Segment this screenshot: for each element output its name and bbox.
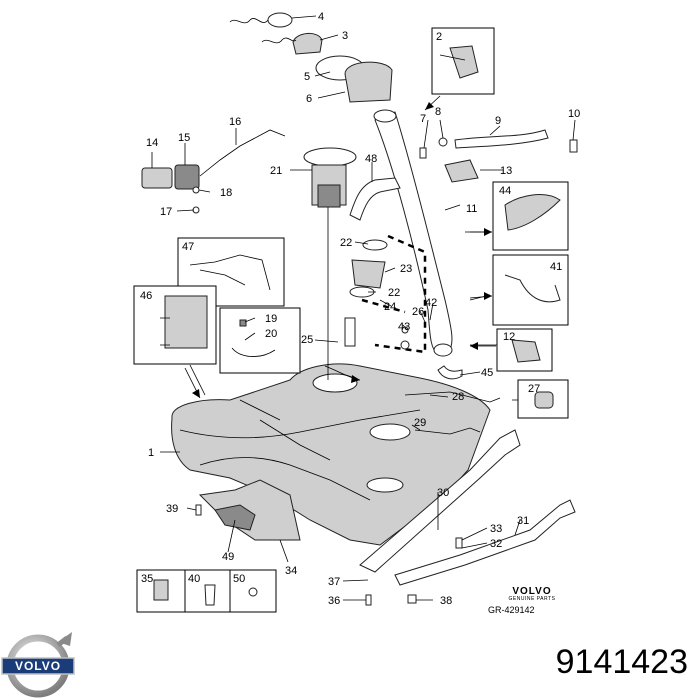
label-2: 2 <box>436 31 442 43</box>
label-13: 13 <box>500 165 512 177</box>
label-27: 27 <box>528 383 540 395</box>
label-45: 45 <box>481 367 493 379</box>
label-21: 21 <box>270 165 282 177</box>
label-42: 42 <box>425 297 437 309</box>
label-32: 32 <box>490 538 502 550</box>
label-24: 24 <box>384 301 396 313</box>
tank-straps <box>359 429 576 586</box>
label-22: 22 <box>340 237 352 249</box>
filler-cap-assembly <box>229 12 393 103</box>
label-19: 19 <box>265 313 277 325</box>
leader-lines <box>151 15 576 601</box>
label-41: 41 <box>550 261 562 273</box>
hose-45 <box>437 365 463 380</box>
inset-box-50 <box>229 569 277 613</box>
part-number: 9141423 <box>555 643 688 681</box>
inset-box-19-20 <box>219 307 301 374</box>
label-31: 31 <box>517 515 529 527</box>
heat-shield <box>198 479 301 541</box>
label-18: 18 <box>220 187 232 199</box>
label-47: 47 <box>182 241 194 253</box>
logo-text: VOLVO <box>15 659 61 673</box>
label-26: 26 <box>412 306 424 318</box>
label-38: 38 <box>440 595 452 607</box>
label-30: 30 <box>437 487 449 499</box>
label-7: 7 <box>420 113 426 125</box>
inset-box-44 <box>492 181 569 251</box>
vent-hose <box>349 177 401 221</box>
brand-mark: VOLVO GENUINE PARTS <box>487 586 577 602</box>
inset-box-35 <box>136 569 186 613</box>
filler-pipe <box>373 109 453 357</box>
label-1: 1 <box>148 447 154 459</box>
hardware <box>195 129 578 606</box>
label-9: 9 <box>495 115 501 127</box>
pointer-arrows <box>184 95 496 399</box>
callout-labels: 1 2 3 4 5 6 7 8 9 10 11 12 13 14 15 16 1… <box>140 11 580 607</box>
label-33: 33 <box>490 523 502 535</box>
brand-name: VOLVO <box>512 586 552 597</box>
label-15: 15 <box>178 132 190 144</box>
volvo-logo: VOLVO <box>1 632 75 698</box>
label-10: 10 <box>568 108 580 120</box>
fuel-tank <box>171 363 491 546</box>
label-36: 36 <box>328 595 340 607</box>
label-43: 43 <box>398 321 410 333</box>
brand-sub: GENUINE PARTS <box>508 596 556 602</box>
label-4: 4 <box>318 11 324 23</box>
label-49: 49 <box>222 551 234 563</box>
label-46: 46 <box>140 290 152 302</box>
label-40: 40 <box>188 573 200 585</box>
fuel-pump-module <box>303 147 357 380</box>
inset-box-2 <box>431 27 495 95</box>
label-44: 44 <box>499 185 511 197</box>
label-14: 14 <box>146 137 158 149</box>
label-37: 37 <box>328 576 340 588</box>
label-12: 12 <box>503 331 515 343</box>
inset-box-12 <box>496 328 553 372</box>
label-23: 23 <box>400 263 412 275</box>
label-16: 16 <box>229 116 241 128</box>
label-39: 39 <box>166 503 178 515</box>
label-50: 50 <box>233 573 245 585</box>
label-11: 11 <box>466 203 477 215</box>
label-6: 6 <box>306 93 312 105</box>
label-5: 5 <box>304 71 310 83</box>
inset-box-41 <box>492 254 569 326</box>
label-34: 34 <box>285 565 297 577</box>
fuel-line <box>404 391 501 435</box>
label-20: 20 <box>265 328 277 340</box>
label-29: 29 <box>414 417 426 429</box>
inset-box-46 <box>133 285 217 365</box>
label-35: 35 <box>141 573 153 585</box>
label-25: 25 <box>301 334 313 346</box>
breather-assembly <box>344 234 427 354</box>
label-17: 17 <box>160 206 172 218</box>
label-22-b: 22 <box>388 287 400 299</box>
inset-box-27 <box>517 379 569 419</box>
label-48: 48 <box>365 153 377 165</box>
label-8: 8 <box>435 106 441 118</box>
label-28: 28 <box>452 391 464 403</box>
inset-box-40 <box>184 569 231 613</box>
fuel-filter <box>141 129 286 214</box>
reference-code: GR-429142 <box>488 605 535 615</box>
label-3: 3 <box>342 30 348 42</box>
